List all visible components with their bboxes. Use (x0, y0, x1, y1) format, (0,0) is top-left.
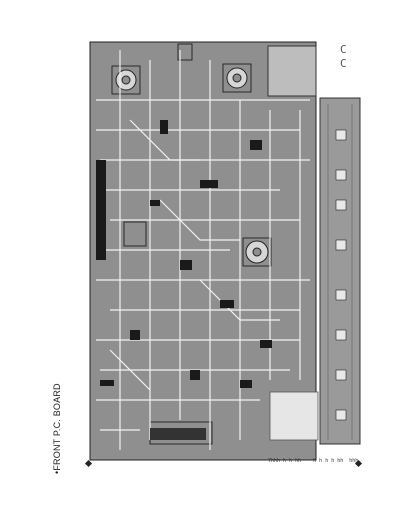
corner-mark-top: C (340, 43, 347, 56)
footer-label: 7hhh h h hh h h h h hh hhh (268, 458, 359, 464)
encoder-footprints (115, 67, 269, 264)
main-board (89, 41, 317, 461)
lower-right-panel (269, 391, 319, 441)
right-edge-strip (319, 97, 361, 445)
strip-pads (335, 129, 347, 421)
corner-mark-bottom: C (340, 57, 347, 70)
board-title: •FRONT P.C. BOARD (52, 383, 62, 474)
component-bodies (96, 120, 272, 440)
strip-traces (327, 104, 353, 440)
top-right-connector (267, 45, 317, 97)
